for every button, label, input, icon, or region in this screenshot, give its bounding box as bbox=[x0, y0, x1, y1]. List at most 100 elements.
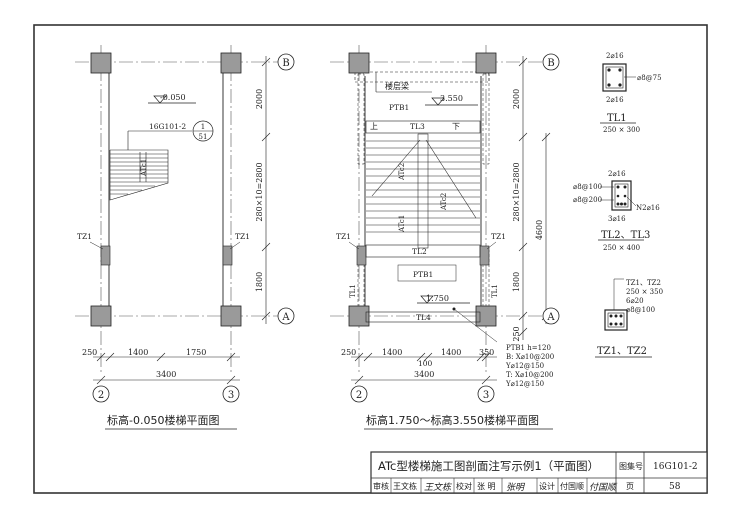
tz1-label-right: TZ1 bbox=[235, 232, 250, 241]
rebar-icon bbox=[607, 83, 611, 87]
ptb1-label-bottom: PTB1 bbox=[413, 270, 433, 279]
atlas-number: 16G101-2 bbox=[653, 462, 698, 472]
rebar-icon bbox=[609, 322, 613, 326]
tl2-label: TL2 bbox=[412, 247, 427, 256]
floor-beam-label: 楼层梁 bbox=[385, 81, 409, 91]
column bbox=[475, 52, 497, 74]
dim-1400-b: 1400 bbox=[441, 348, 461, 357]
tl1-size: 250 × 300 bbox=[603, 126, 640, 134]
tl1-label-left: TL1 bbox=[349, 284, 357, 298]
stair-flights bbox=[366, 133, 480, 249]
rebar-icon bbox=[614, 314, 618, 318]
tl23-side-bar: N2⌀16 bbox=[636, 204, 660, 212]
design-label: 设计 bbox=[539, 481, 555, 491]
flight-atc1: ATc1 bbox=[398, 215, 406, 233]
tl23-top-bar: 2⌀16 bbox=[608, 170, 626, 178]
dim-250: 250 bbox=[341, 348, 356, 357]
callout-leader bbox=[89, 241, 104, 250]
axis-label-b: B bbox=[547, 58, 554, 69]
flight-atc2-left: ATc2 bbox=[398, 163, 406, 181]
axis-label-b: B bbox=[282, 58, 289, 69]
flight-label: ATc1 bbox=[140, 159, 148, 177]
elevation-mid: 1.750 bbox=[426, 294, 449, 303]
tz-title: TZ1、TZ2 bbox=[597, 346, 647, 357]
rebar-icon bbox=[619, 322, 623, 326]
dim-2000: 2000 bbox=[255, 89, 264, 109]
axis-label-3: 3 bbox=[228, 390, 234, 401]
axis-label-a: A bbox=[281, 312, 290, 323]
down-label: 下 bbox=[452, 122, 460, 131]
column bbox=[220, 305, 242, 327]
beam-dashed bbox=[357, 73, 365, 165]
rebar-icon bbox=[618, 83, 622, 87]
column bbox=[220, 52, 242, 74]
rebar-icon bbox=[607, 68, 611, 72]
rebar-icon bbox=[616, 202, 620, 206]
tl23-size: 250 × 400 bbox=[603, 244, 640, 252]
callout-leader bbox=[453, 308, 498, 343]
column-tz1 bbox=[479, 245, 490, 266]
axis-bubble-b bbox=[277, 53, 295, 71]
tl23-title: TL2、TL3 bbox=[601, 230, 650, 241]
note-line: Y⌀12@150 bbox=[505, 380, 544, 388]
atlas-label: 图集号 bbox=[619, 461, 643, 471]
tl23-section bbox=[611, 180, 632, 211]
tl4-beam bbox=[365, 311, 481, 323]
axis-bubble-a bbox=[542, 307, 560, 325]
axis-bubble-3 bbox=[477, 385, 495, 403]
dim-350: 350 bbox=[479, 348, 494, 357]
rebar-icon bbox=[609, 314, 613, 318]
ptb1-label-top: PTB1 bbox=[389, 103, 409, 112]
plan-caption: 标高1.750～标高3.550楼梯平面图 bbox=[366, 413, 539, 427]
tz1-label-left: TZ1 bbox=[336, 232, 351, 241]
vertical-dimension-line bbox=[518, 56, 551, 340]
dim-4600: 4600 bbox=[535, 220, 544, 240]
rebar-icon bbox=[619, 314, 623, 318]
review-signature: 王文栋 bbox=[424, 482, 453, 493]
beam-dashed bbox=[482, 73, 490, 165]
plan-caption: 标高-0.050楼梯平面图 bbox=[107, 413, 219, 427]
vertical-dimension-line bbox=[261, 56, 271, 324]
callout-leader bbox=[229, 241, 241, 250]
callout-leader bbox=[348, 241, 360, 250]
axis-label-2: 2 bbox=[98, 390, 104, 401]
page-label: 页 bbox=[626, 482, 634, 491]
tl23-stirrup bbox=[614, 183, 629, 208]
axis-label-2: 2 bbox=[356, 390, 362, 401]
tl23-bottom-bar: 3⌀16 bbox=[608, 215, 626, 223]
axis-bubble-b bbox=[542, 53, 560, 71]
ptb1-outline bbox=[397, 264, 457, 282]
dim-1400-a: 1400 bbox=[382, 348, 402, 357]
rebar-icon bbox=[616, 185, 620, 189]
tl1-stirrup-label: ⌀8@75 bbox=[637, 74, 662, 82]
tz-label-3: 6⌀20 bbox=[626, 297, 644, 305]
plan-left: -0.050 16G101-2 1 51 ATc1 TZ1 bbox=[75, 45, 295, 430]
note-line: T: X⌀10@200 bbox=[506, 371, 553, 379]
tz-label-1: TZ1、TZ2 bbox=[626, 279, 661, 287]
ref-den: 51 bbox=[199, 133, 208, 141]
tl1-section bbox=[602, 63, 627, 92]
tz-label-4: ⌀8@100 bbox=[626, 306, 655, 314]
ref-num: 1 bbox=[201, 123, 205, 131]
tl1-stirrup bbox=[605, 66, 624, 89]
tl3-beam bbox=[365, 120, 481, 134]
tl1-top-bar: 2⌀16 bbox=[606, 52, 624, 60]
callout-leader bbox=[626, 196, 637, 207]
dim-3400: 3400 bbox=[156, 370, 176, 379]
tl1-title: TL1 bbox=[607, 113, 627, 124]
column bbox=[475, 305, 497, 327]
check-name: 张 明 bbox=[477, 482, 496, 491]
tl1-label-right: TL1 bbox=[491, 284, 499, 298]
rebar-icon bbox=[614, 322, 618, 326]
elevation-triangle-icon bbox=[431, 97, 445, 106]
dim-2800: 280×10=2800 bbox=[512, 162, 521, 221]
tz-stirrup bbox=[607, 312, 625, 328]
drawing-title: ATc型楼梯施工图剖面注写示例1（平面图） bbox=[378, 459, 599, 473]
elevation-top: 3.550 bbox=[440, 94, 463, 103]
axis-label-a: A bbox=[546, 312, 555, 323]
tl1-bottom-bar: 2⌀16 bbox=[606, 96, 624, 104]
horizontal-dimension-line bbox=[93, 352, 240, 385]
callout-leader bbox=[486, 241, 497, 250]
tz-label-2: 250 × 350 bbox=[626, 288, 663, 296]
